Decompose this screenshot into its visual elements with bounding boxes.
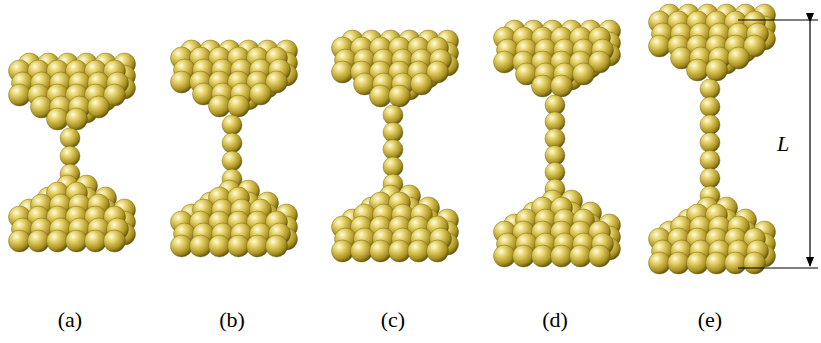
gold-atom [209,235,231,257]
gold-atom [222,133,242,153]
gold-atom [700,79,720,99]
gold-atom [570,245,592,267]
gold-atom [649,35,671,57]
gold-atom [66,230,88,252]
gold-atom [228,95,250,117]
gold-atom [411,73,433,95]
gold-atom [532,245,554,267]
panel-label: (c) [381,309,405,331]
panel-label: (b) [219,309,245,331]
gold-atom [171,71,193,93]
gold-atom [744,252,766,274]
gold-atom [9,230,31,252]
gold-atom [332,61,354,83]
panel-label: (e) [698,309,722,331]
gold-atom [389,240,411,262]
gold-atom [389,85,411,107]
gold-atom [370,240,392,262]
gold-atom [332,240,354,262]
gold-atom [700,97,720,117]
gold-atoms [9,4,776,274]
gold-atom [222,151,242,171]
gold-atom [687,59,709,81]
gold-atom [408,240,430,262]
gold-atom [551,245,573,267]
gold-atom [351,240,373,262]
panel-label: (d) [542,309,568,331]
gold-atom [228,235,250,257]
gold-atom [589,245,611,267]
gold-atom [700,150,720,170]
dimension-label: L [777,133,789,155]
gold-atom [190,235,212,257]
gold-atom [370,85,392,107]
gold-atom [494,51,516,73]
panel-label: (a) [58,309,82,331]
gold-atom [728,47,750,69]
gold-atom [66,108,88,130]
gold-atom [700,133,720,153]
gold-atom [222,115,242,135]
length-dimension [738,20,818,268]
gold-atom [383,140,403,160]
gold-atom [687,252,709,274]
gold-atom [700,115,720,135]
gold-atom [250,83,272,105]
gold-atom [551,75,573,97]
gold-atom [649,252,671,274]
gold-atom [573,63,595,85]
gold-atom [47,230,69,252]
gold-atom [85,230,107,252]
gold-atom [668,252,690,274]
gold-atom [266,235,288,257]
gold-atom [47,108,69,130]
gold-atom [247,235,269,257]
gold-atom [513,245,535,267]
gold-atom [60,128,80,148]
gold-atom [494,245,516,267]
gold-atom [383,105,403,125]
gold-atom [104,230,126,252]
gold-atom [88,96,110,118]
gold-atom [706,59,728,81]
gold-atom [28,230,50,252]
gold-atom [706,252,728,274]
gold-atom [171,235,193,257]
gold-atom [725,252,747,274]
gold-atom [60,146,80,166]
gold-atom [209,95,231,117]
gold-atom [532,75,554,97]
gold-atom [427,240,449,262]
gold-atom [9,84,31,106]
gold-atom [700,168,720,188]
